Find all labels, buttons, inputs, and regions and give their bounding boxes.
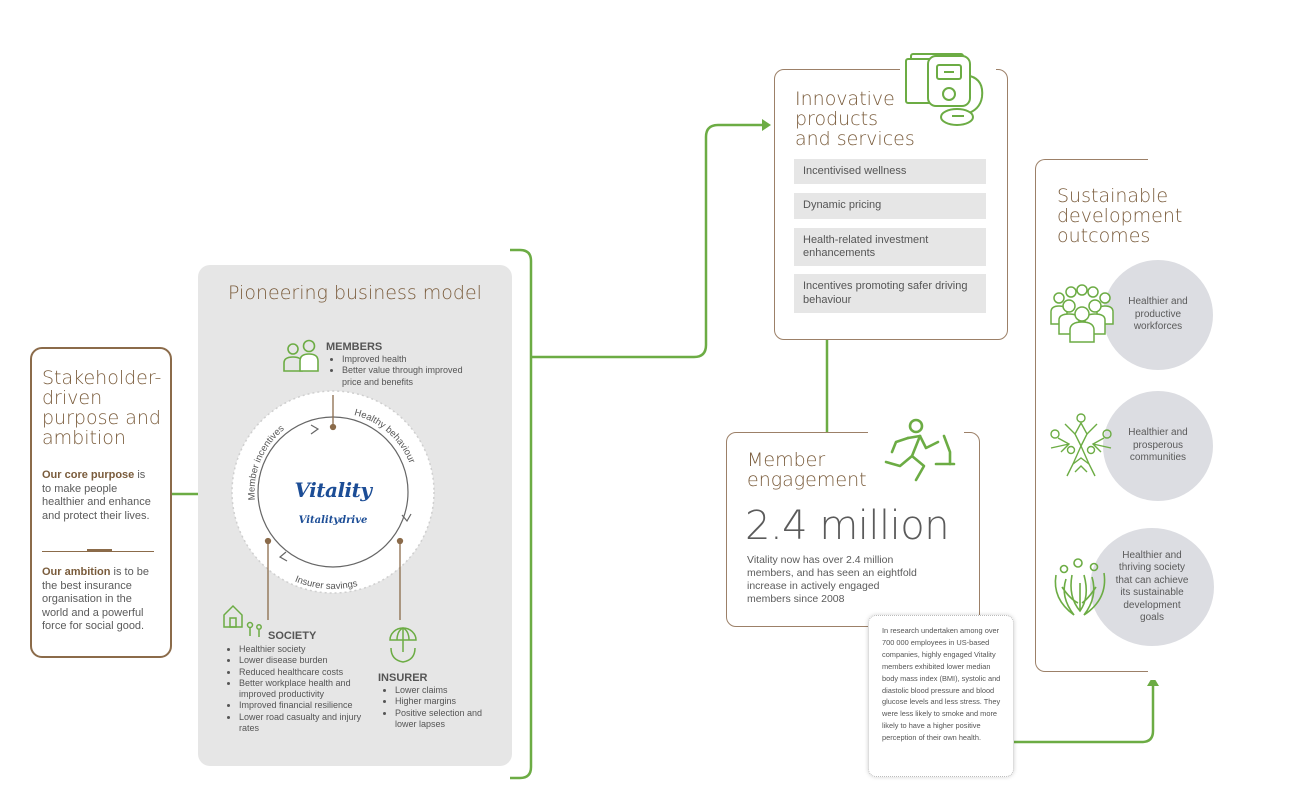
outcome-label: Healthier and prosperous communities (1128, 427, 1188, 464)
outcome-circle-society: Healthier and thriving society that can … (1090, 528, 1214, 646)
engagement-text: Vitality now has over 2.4 million member… (747, 554, 917, 605)
workforce-icon (1050, 284, 1114, 343)
list-item: Lower claims (395, 685, 505, 696)
outcome-label: Healthier and thriving society that can … (1115, 549, 1189, 624)
runner-icon (884, 418, 956, 482)
research-note-text: In research undertaken among over 700 00… (882, 626, 1001, 743)
outcome-circle-workforces: Healthier and productive workforces (1103, 260, 1213, 370)
stakeholder-box: Stakeholder-driven purpose and ambition … (30, 347, 172, 658)
list-item: Improved health (342, 354, 482, 365)
list-item: Reduced healthcare costs (239, 667, 379, 678)
product-item: Dynamic pricing (794, 193, 986, 219)
research-note: In research undertaken among over 700 00… (868, 615, 1014, 777)
society-hands-icon (1054, 558, 1106, 616)
product-item: Health-related investment enhancements (794, 228, 986, 266)
members-icon (283, 339, 319, 372)
vitalitydrive-logo: Vitalitydrive (298, 515, 368, 526)
engagement-title: Member engagement (747, 449, 867, 491)
members-list: Improved health Better value through imp… (330, 354, 482, 388)
insurer-icon (389, 627, 417, 663)
outcome-label: Healthier and productive workforces (1128, 296, 1188, 333)
members-title: MEMBERS (326, 341, 383, 353)
list-item: Higher margins (395, 696, 505, 707)
list-item: Improved financial resilience (239, 700, 379, 711)
product-item: Incentives promoting safer driving behav… (794, 274, 986, 313)
list-item: Lower disease burden (239, 655, 379, 666)
outcome-circle-communities: Healthier and prosperous communities (1103, 391, 1213, 501)
products-title: Innovative products and services (795, 88, 915, 150)
community-icon (1050, 413, 1112, 477)
divider-accent (87, 549, 112, 552)
list-item: Healthier society (239, 644, 379, 655)
device-icon (905, 53, 984, 126)
stakeholder-title: Stakeholder-driven purpose and ambition (42, 367, 162, 449)
engagement-big-number: 2.4 million (745, 503, 950, 549)
society-list: Healthier society Lower disease burden R… (227, 644, 379, 734)
product-item: Incentivised wellness (794, 159, 986, 184)
core-purpose-text: Our core purpose is to make people healt… (42, 469, 151, 522)
society-title: SOCIETY (268, 630, 317, 642)
insurer-title: INSURER (378, 672, 428, 684)
vitality-logo: Vitality (294, 478, 372, 502)
list-item: Better value through improved price and … (342, 365, 482, 388)
list-item: Better workplace health and improved pro… (239, 678, 379, 701)
insurer-list: Lower claims Higher margins Positive sel… (383, 685, 505, 730)
society-icon (223, 604, 262, 637)
list-item: Lower road casualty and injury rates (239, 712, 379, 735)
list-item: Positive selection and lower lapses (395, 708, 505, 731)
outcomes-title: Sustainable development outcomes (1057, 185, 1183, 247)
business-model-title: Pioneering business model (228, 282, 482, 304)
ambition-text: Our ambition is to be the best insurance… (42, 566, 149, 632)
